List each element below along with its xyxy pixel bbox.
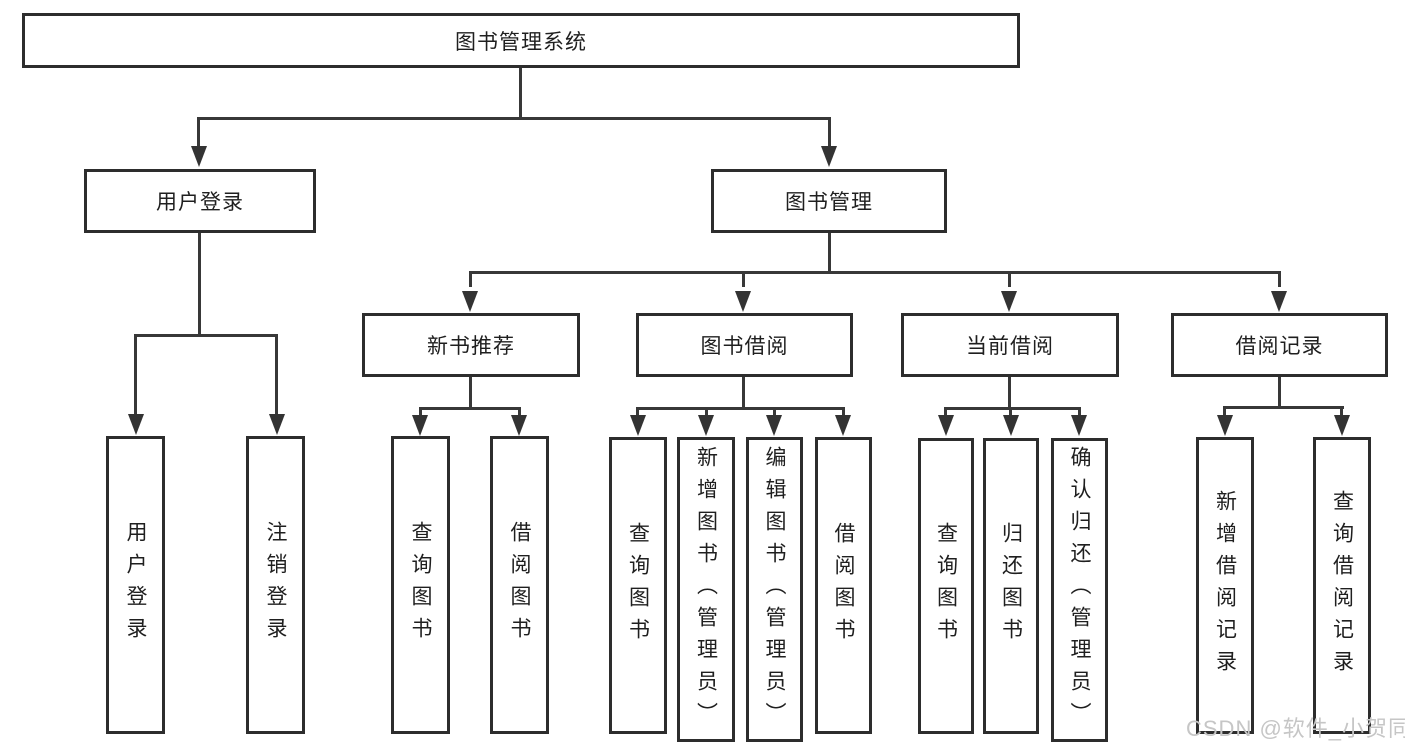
arrowhead-down xyxy=(462,291,478,312)
connector-vline xyxy=(1009,407,1012,417)
leaf-query-books-rec-label: 查询图书 xyxy=(409,521,432,649)
leaf-add-books-admin: 新增图书（管理员） xyxy=(677,437,735,742)
leaf-edit-books-admin: 编辑图书（管理员） xyxy=(746,437,803,742)
connector-vline xyxy=(419,407,422,417)
node-book-borrow: 图书借阅 xyxy=(636,313,853,377)
node-new-book-rec: 新书推荐 xyxy=(362,313,580,377)
leaf-query-books-current-label: 查询图书 xyxy=(934,522,958,650)
connector-vline xyxy=(1278,377,1281,408)
leaf-user-login-label: 用户登录 xyxy=(124,521,147,649)
connector-hline xyxy=(469,271,1281,274)
arrowhead-down xyxy=(938,415,954,436)
leaf-borrow-books-rec-label: 借阅图书 xyxy=(508,521,531,649)
connector-vline xyxy=(275,334,278,416)
connector-hline xyxy=(636,407,845,410)
arrowhead-down xyxy=(821,146,837,167)
connector-vline xyxy=(1223,406,1226,417)
connector-vline xyxy=(1078,407,1081,417)
connector-vline xyxy=(198,233,201,336)
connector-hline xyxy=(134,334,278,337)
connector-vline xyxy=(1008,377,1011,409)
leaf-return-books: 归还图书 xyxy=(983,438,1039,734)
node-book-borrow-label: 图书借阅 xyxy=(700,335,789,358)
node-root: 图书管理系统 xyxy=(22,13,1020,68)
leaf-user-login: 用户登录 xyxy=(106,436,165,734)
connector-vline xyxy=(1008,271,1011,287)
connector-vline xyxy=(636,407,639,417)
connector-vline xyxy=(742,377,745,409)
connector-vline xyxy=(842,407,845,417)
arrowhead-down xyxy=(1217,415,1233,436)
arrowhead-down xyxy=(1271,291,1287,312)
connector-vline xyxy=(134,334,137,416)
connector-hline xyxy=(944,407,1081,410)
leaf-borrow-books-label: 借阅图书 xyxy=(832,521,855,650)
node-borrow-records: 借阅记录 xyxy=(1171,313,1388,377)
connector-vline xyxy=(469,377,472,409)
arrowhead-down xyxy=(128,414,144,435)
node-borrow-records-label: 借阅记录 xyxy=(1235,335,1324,358)
connector-hline xyxy=(419,407,521,410)
leaf-add-borrow-record: 新增借阅记录 xyxy=(1196,437,1254,734)
arrowhead-down xyxy=(735,291,751,312)
arrowhead-down xyxy=(835,415,851,436)
leaf-add-borrow-record-label: 新增借阅记录 xyxy=(1213,489,1237,682)
arrowhead-down xyxy=(630,415,646,436)
node-root-label: 图书管理系统 xyxy=(455,30,587,54)
leaf-confirm-return-admin: 确认归还（管理员） xyxy=(1051,438,1108,742)
connector-vline xyxy=(705,407,708,417)
connector-hline xyxy=(197,117,831,120)
node-new-book-rec-label: 新书推荐 xyxy=(427,335,515,358)
connector-vline xyxy=(944,407,947,417)
connector-vline xyxy=(828,233,831,274)
leaf-logout-label: 注销登录 xyxy=(264,521,287,649)
node-current-borrow-label: 当前借阅 xyxy=(966,335,1054,358)
leaf-add-books-admin-label: 新增图书（管理员） xyxy=(694,445,718,734)
leaf-query-borrow-record: 查询借阅记录 xyxy=(1313,437,1371,734)
connector-vline xyxy=(518,407,521,417)
arrowhead-down xyxy=(1334,415,1350,436)
connector-vline xyxy=(1340,406,1343,417)
leaf-borrow-books-rec: 借阅图书 xyxy=(490,436,549,734)
leaf-query-books-borrow-label: 查询图书 xyxy=(626,521,650,650)
leaf-query-books-current: 查询图书 xyxy=(918,438,974,734)
node-book-mgmt: 图书管理 xyxy=(711,169,947,233)
connector-vline xyxy=(1278,271,1281,287)
arrowhead-down xyxy=(698,415,714,436)
csdn-watermark: CSDN @软件_小贺同学 xyxy=(1186,716,1405,741)
node-user-login-label: 用户登录 xyxy=(156,191,244,214)
arrowhead-down xyxy=(191,146,207,167)
leaf-borrow-books: 借阅图书 xyxy=(815,437,872,734)
node-current-borrow: 当前借阅 xyxy=(901,313,1119,377)
connector-hline xyxy=(1223,406,1344,409)
arrowhead-down xyxy=(1001,291,1017,312)
connector-vline xyxy=(197,117,200,149)
arrowhead-down xyxy=(269,414,285,435)
arrowhead-down xyxy=(766,415,782,436)
connector-vline xyxy=(773,407,776,417)
node-user-login: 用户登录 xyxy=(84,169,316,233)
arrowhead-down xyxy=(1003,415,1019,436)
connector-vline xyxy=(469,271,472,287)
leaf-return-books-label: 归还图书 xyxy=(999,522,1023,650)
connector-vline xyxy=(742,271,745,287)
arrowhead-down xyxy=(1071,415,1087,436)
arrowhead-down xyxy=(511,415,527,436)
connector-vline xyxy=(828,117,831,149)
leaf-edit-books-admin-label: 编辑图书（管理员） xyxy=(763,445,786,734)
leaf-query-books-borrow: 查询图书 xyxy=(609,437,667,734)
node-book-mgmt-label: 图书管理 xyxy=(785,191,873,214)
leaf-query-books-rec: 查询图书 xyxy=(391,436,450,734)
leaf-logout: 注销登录 xyxy=(246,436,305,734)
leaf-query-borrow-record-label: 查询借阅记录 xyxy=(1330,489,1354,682)
connector-vline xyxy=(519,68,522,120)
arrowhead-down xyxy=(412,415,428,436)
leaf-confirm-return-admin-label: 确认归还（管理员） xyxy=(1068,446,1091,734)
